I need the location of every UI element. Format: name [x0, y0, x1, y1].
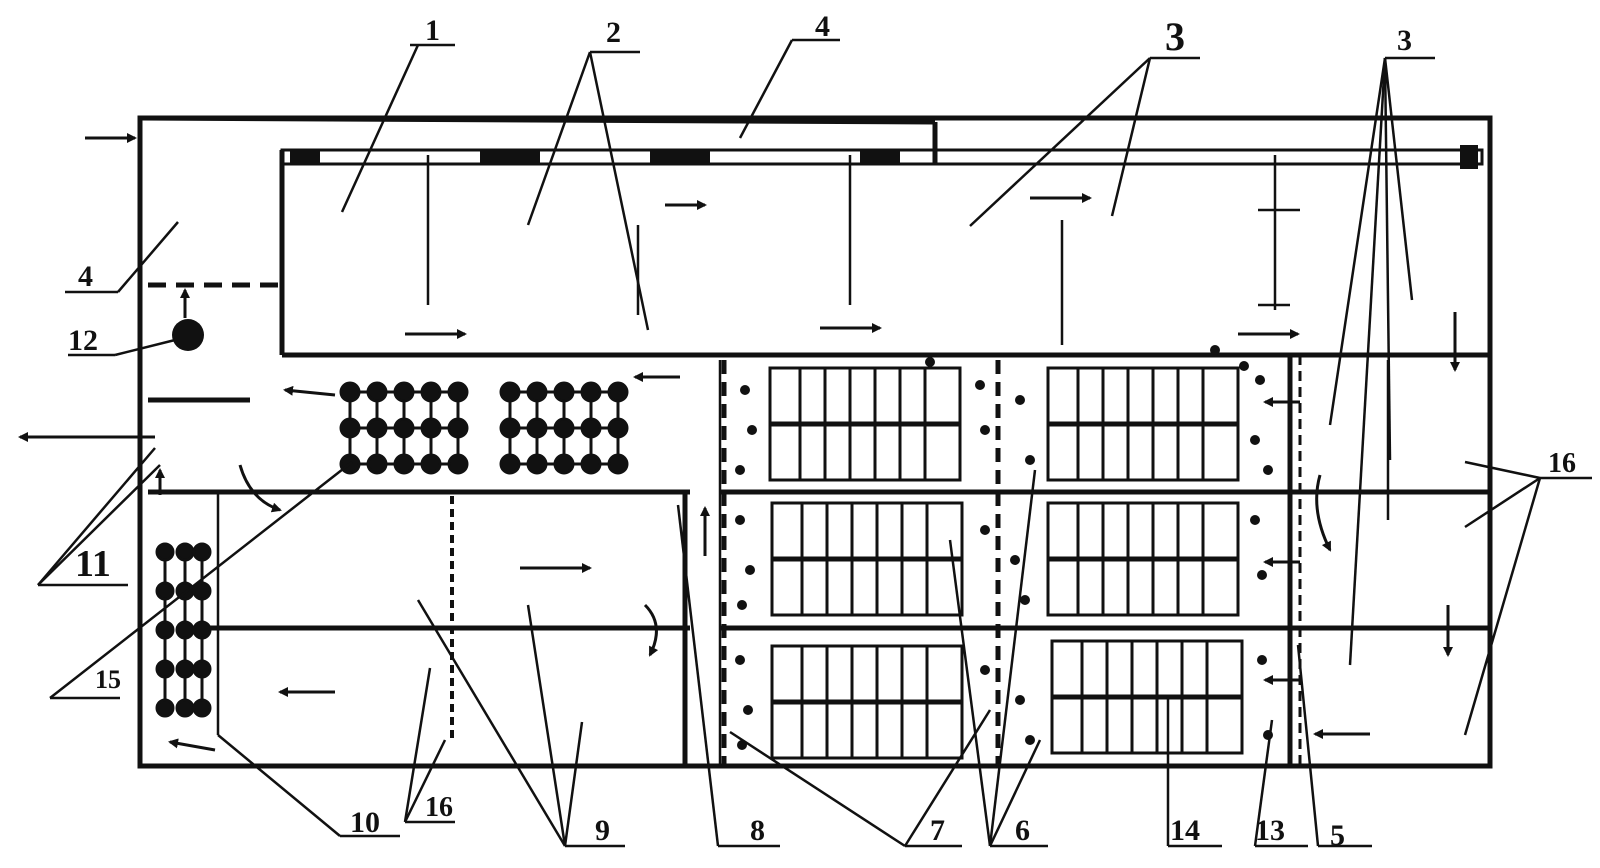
lower-compartments: [148, 355, 1490, 766]
filler-particles: [735, 345, 1273, 750]
label-3-center: 3: [1165, 14, 1185, 59]
flow-arrows: [18, 133, 1460, 752]
label-3-right: 3: [1397, 24, 1412, 57]
label-7: 7: [930, 814, 945, 847]
pump-icon: [172, 319, 204, 351]
upper-compartment: [148, 150, 1490, 358]
membrane-modules: [768, 366, 1244, 760]
top-pipe: [139, 115, 1484, 169]
label-4-top: 4: [815, 10, 830, 43]
label-9: 9: [595, 814, 610, 847]
label-6: 6: [1015, 814, 1030, 847]
ball-media-left-column: [155, 542, 212, 718]
label-12: 12: [68, 324, 98, 357]
outer-tank-wall: [137, 115, 1493, 769]
label-11: 11: [75, 543, 111, 585]
label-5: 5: [1330, 819, 1345, 852]
label-14: 14: [1170, 814, 1200, 847]
ball-media-upper-right: [499, 381, 629, 475]
label-16-right: 16: [1548, 448, 1576, 479]
label-1: 1: [425, 14, 440, 47]
label-10: 10: [350, 806, 380, 839]
label-13: 13: [1255, 814, 1285, 847]
label-4-left: 4: [78, 260, 93, 293]
label-16-bottom: 16: [425, 792, 453, 823]
label-15: 15: [95, 665, 121, 694]
label-8: 8: [750, 814, 765, 847]
ball-media-upper-left: [339, 381, 469, 475]
leader-lines: [37, 38, 1592, 848]
label-2: 2: [606, 16, 621, 49]
